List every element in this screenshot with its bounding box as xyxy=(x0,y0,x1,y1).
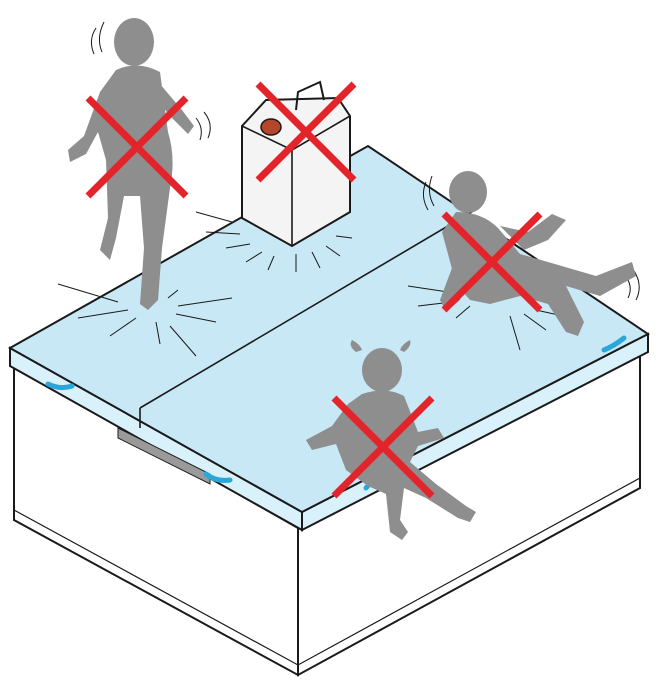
canister-cap xyxy=(261,119,281,135)
